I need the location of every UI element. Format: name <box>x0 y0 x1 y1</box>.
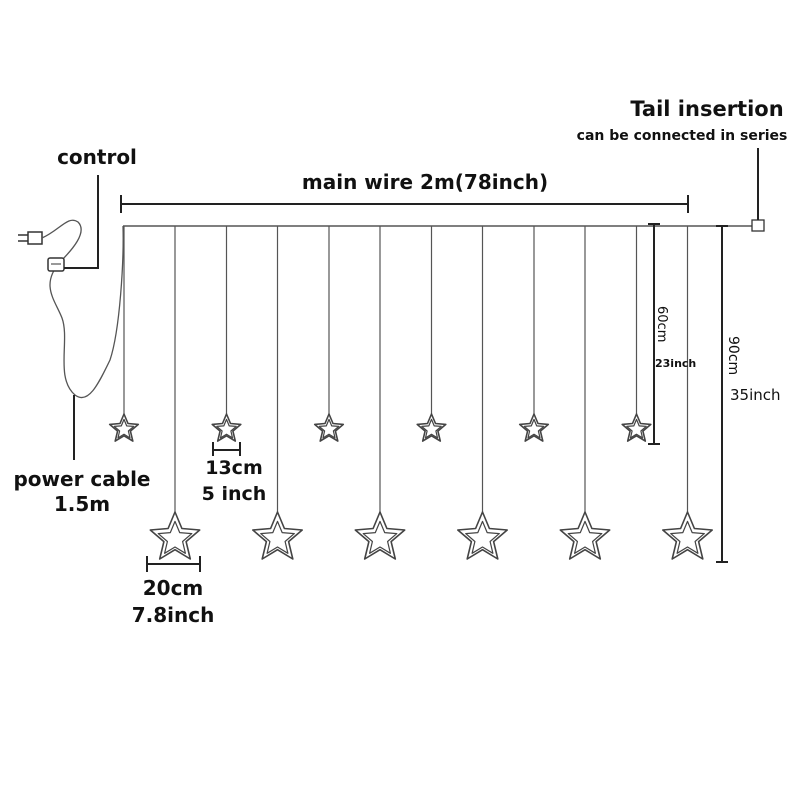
big-star-strand <box>559 226 611 560</box>
star-inner-outline <box>318 418 340 439</box>
power-cable <box>41 219 124 399</box>
small-star-strand <box>416 226 447 442</box>
short-drop-dimension <box>648 223 660 445</box>
star-strands <box>108 226 714 560</box>
star-icon <box>354 511 406 560</box>
tail-connector <box>751 148 765 232</box>
small-star-strand <box>211 226 242 442</box>
small-star-strand <box>518 226 550 442</box>
main-wire-label: main wire 2m(78inch) <box>302 170 548 194</box>
star-icon <box>456 511 509 560</box>
long-drop-inch: 35inch <box>730 386 781 404</box>
big-star-dimension <box>146 556 201 572</box>
star-icon <box>252 511 304 560</box>
small-star-size-cm: 13cm <box>205 457 263 479</box>
big-star-strand <box>456 226 509 560</box>
star-inner-outline <box>362 520 398 554</box>
star-icon <box>313 413 345 442</box>
big-star-size-cm: 20cm <box>143 576 204 600</box>
star-icon <box>518 413 550 442</box>
star-icon <box>149 511 201 560</box>
control-leader <box>64 175 99 269</box>
star-inner-outline <box>670 520 705 554</box>
short-drop-inch: 23inch <box>655 357 696 370</box>
small-star-size-inch: 5 inch <box>202 483 267 505</box>
long-drop-dimension <box>716 225 728 563</box>
big-star-size-inch: 7.8inch <box>132 603 215 627</box>
star-icon <box>559 511 611 560</box>
controller-box <box>47 257 65 272</box>
power-cable-label: power cable <box>13 467 150 491</box>
plug-icon <box>18 231 43 245</box>
tail-insertion-subtitle: can be connected in series <box>577 128 788 144</box>
star-inner-outline <box>260 520 295 554</box>
star-icon <box>108 413 140 442</box>
small-star-dimension <box>212 442 241 456</box>
star-inner-outline <box>157 520 193 554</box>
small-star-strand <box>313 226 345 442</box>
star-inner-outline <box>626 418 647 439</box>
big-star-strand <box>149 226 201 560</box>
small-star-strand <box>621 226 652 442</box>
star-inner-outline <box>113 418 135 439</box>
big-star-strand <box>354 226 406 560</box>
star-icon <box>661 511 714 560</box>
tail-insertion-title: Tail insertion <box>630 97 783 121</box>
star-inner-outline <box>216 418 237 439</box>
short-drop-cm: 60cm <box>654 306 669 342</box>
star-icon <box>211 413 242 442</box>
star-inner-outline <box>421 418 442 439</box>
star-inner-outline <box>523 418 545 439</box>
big-star-strand <box>252 226 304 560</box>
star-icon <box>621 413 652 442</box>
star-inner-outline <box>465 520 500 554</box>
star-icon <box>416 413 447 442</box>
control-label: control <box>57 145 137 169</box>
main-wire-dimension <box>120 195 689 213</box>
big-star-strand <box>661 226 714 560</box>
power-cable-length: 1.5m <box>54 492 110 516</box>
small-star-strand <box>108 226 140 442</box>
long-drop-cm: 90cm <box>725 336 741 375</box>
star-inner-outline <box>567 520 603 554</box>
